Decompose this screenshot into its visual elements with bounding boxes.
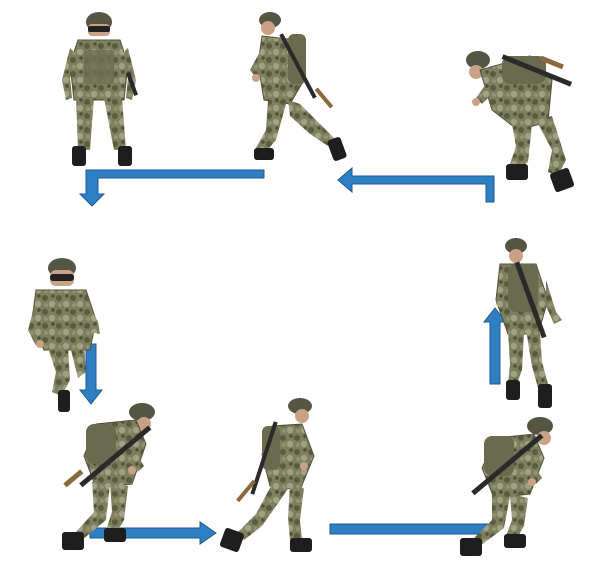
arrow-bottom-middle-to-right — [329, 523, 495, 535]
soldier-crouching-bottom-right — [460, 417, 553, 556]
soldier-running-top-middle — [250, 12, 347, 161]
soldier-walking-away-right — [495, 238, 562, 408]
soldier-running-bottom-middle — [220, 398, 315, 552]
soldier-crouching-bottom-left — [62, 403, 155, 550]
arrow-right-up — [482, 307, 508, 385]
arrow-top-middle-to-left — [78, 169, 265, 207]
soldier-standing-front — [62, 12, 138, 166]
soldier-crouching-top-right — [466, 51, 574, 192]
arrow-top-right-to-middle — [337, 166, 495, 203]
arrow-left-down — [78, 343, 104, 405]
soldier-crouch-front-left — [28, 258, 100, 412]
flow-arrows — [78, 166, 508, 545]
